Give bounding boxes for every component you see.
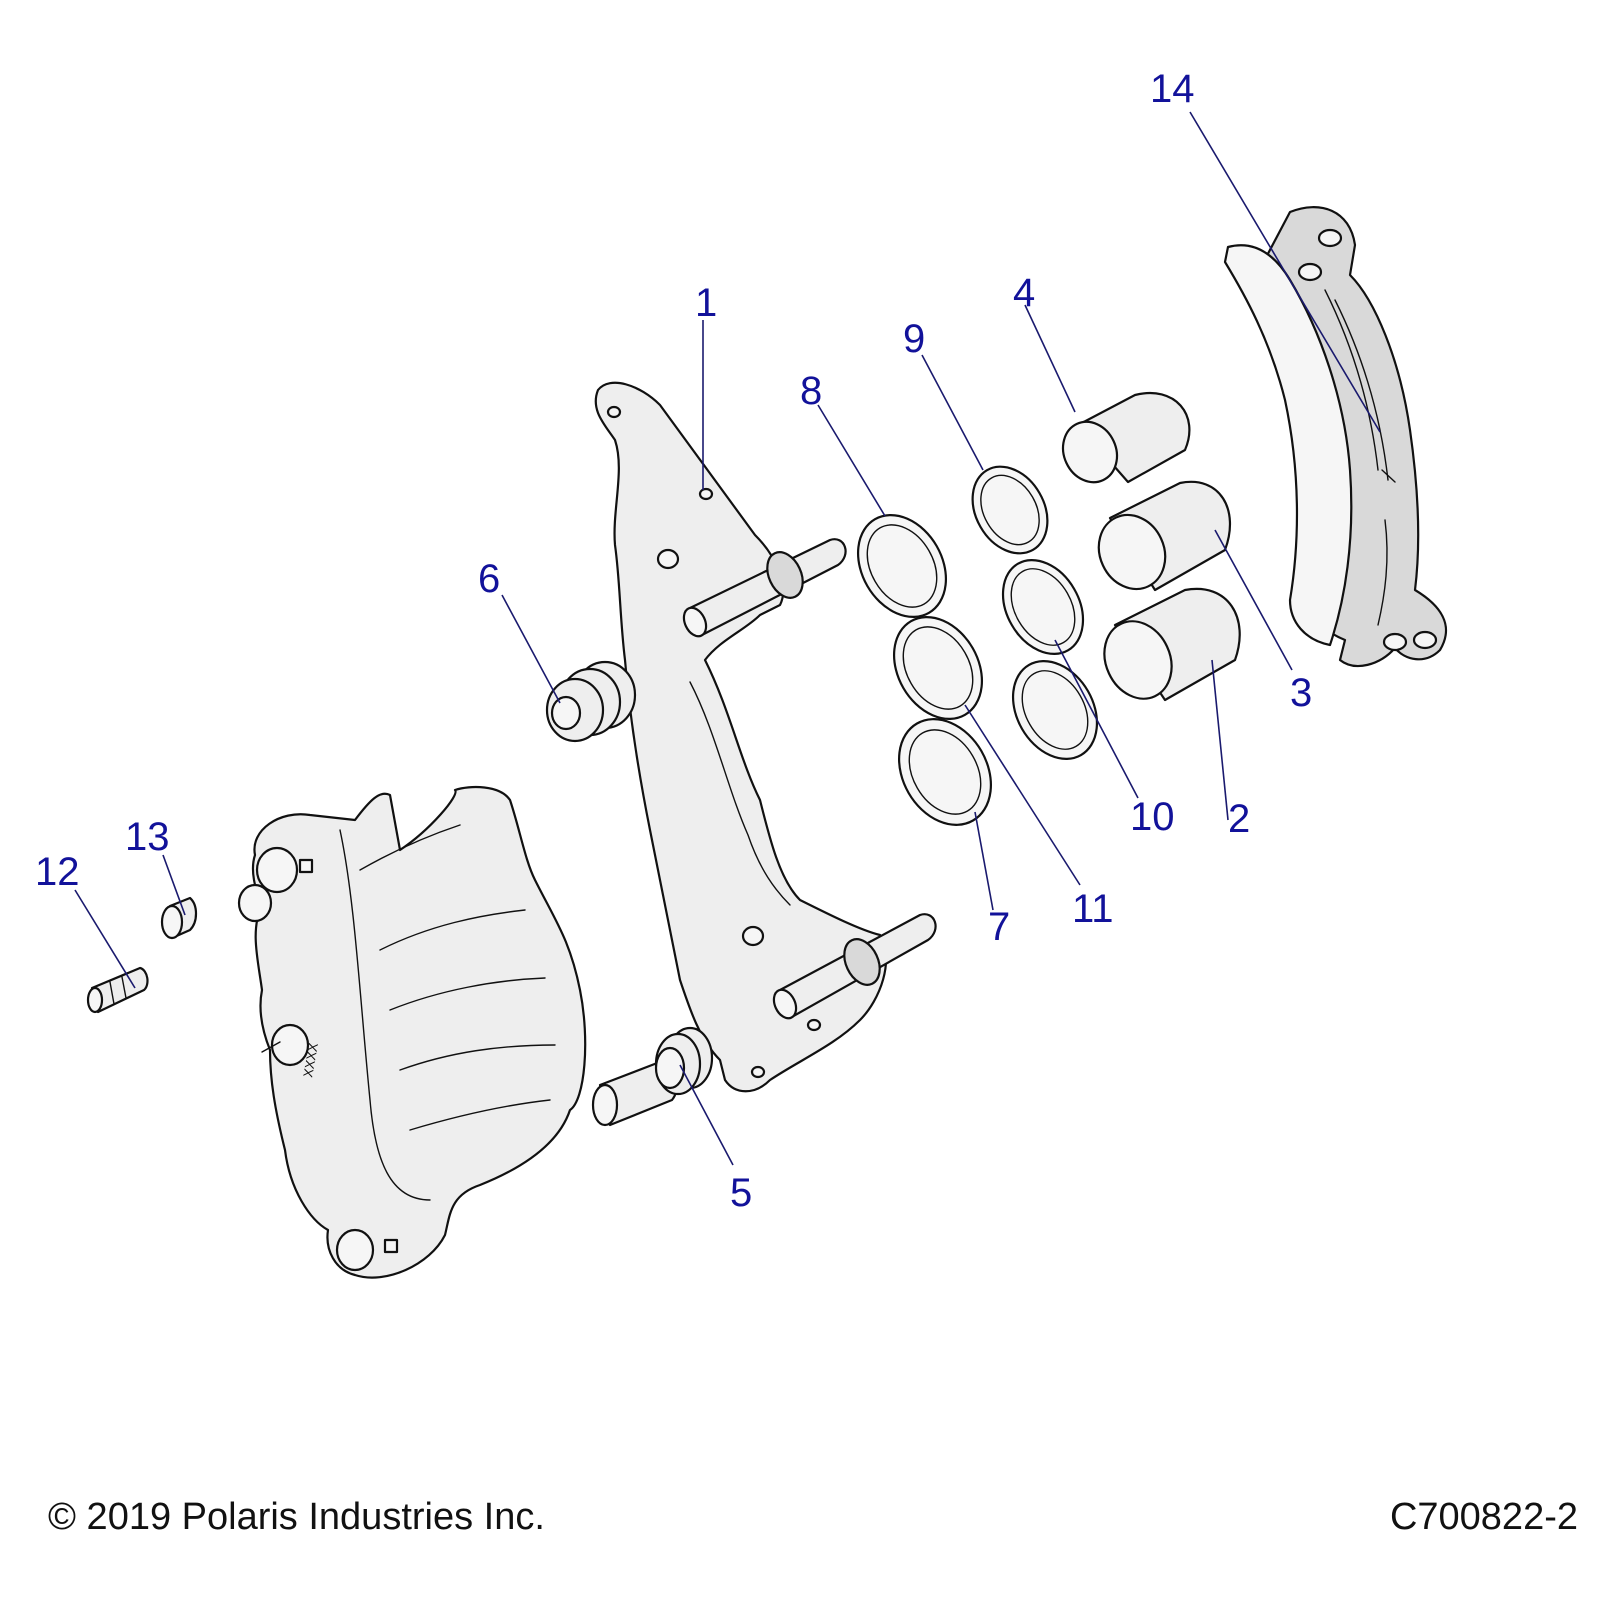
part-10b-seal-ring	[1011, 660, 1099, 760]
caliper-housing: XXXX	[237, 785, 587, 1279]
callout-5: 5	[730, 1171, 752, 1215]
part-10-seal-ring	[1001, 559, 1085, 655]
callout-8: 8	[800, 369, 822, 413]
callout-7: 7	[988, 905, 1010, 949]
leader-lines	[74, 111, 1381, 1166]
callout-13: 13	[125, 815, 170, 859]
part-4-piston	[1061, 392, 1191, 484]
part-7-seal-ring	[897, 718, 993, 826]
part-14-brake-pad	[1223, 206, 1448, 668]
part-6-boot	[545, 660, 637, 743]
part-12-bleeder-screw	[86, 966, 149, 1014]
callout-2: 2	[1228, 797, 1250, 841]
callout-11: 11	[1072, 887, 1114, 931]
part-11-seal-ring	[892, 616, 984, 720]
callout-9: 9	[903, 317, 925, 361]
callout-4: 4	[1013, 271, 1035, 315]
part-9-seal-ring	[971, 465, 1049, 555]
callout-10: 10	[1130, 795, 1175, 839]
part-5-slide-pin	[591, 1026, 714, 1127]
callout-labels: 1 2 3 4 5 6 7 8 9 10 11 12 13 14	[35, 67, 1312, 1215]
callout-3: 3	[1290, 671, 1312, 715]
part-13-bleeder-cap	[160, 896, 198, 940]
part-3-piston	[1097, 480, 1232, 592]
part-8-seal-ring	[856, 514, 948, 618]
copyright-notice: © 2019 Polaris Industries Inc.	[48, 1496, 545, 1538]
caliper-marking: XXXX	[300, 1041, 321, 1078]
part-1-mounting-bracket	[594, 381, 937, 1093]
callout-6: 6	[478, 557, 500, 601]
part-2-piston	[1103, 587, 1241, 702]
callout-1: 1	[695, 281, 717, 325]
callout-12: 12	[35, 850, 80, 894]
drawing-number: C700822-2	[1389, 1496, 1578, 1538]
callout-14: 14	[1150, 67, 1195, 111]
